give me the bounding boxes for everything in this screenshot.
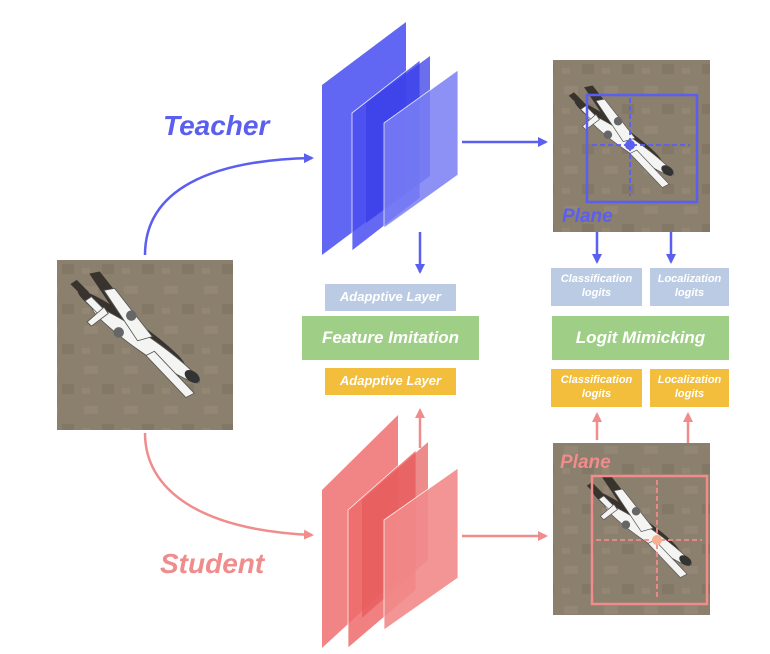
adaptive-layer-top: Adapptive Layer bbox=[325, 284, 456, 311]
adaptive-layer-bottom: Adapptive Layer bbox=[325, 368, 456, 395]
student-classification-logits: Classification logits bbox=[551, 369, 642, 407]
student-plane-label: Plane bbox=[560, 452, 611, 473]
logit-mimicking-box: Logit Mimicking bbox=[552, 316, 729, 360]
teacher-plane-label: Plane bbox=[562, 206, 613, 227]
input-image bbox=[57, 260, 233, 430]
student-localization-logits: Localization logits bbox=[650, 369, 729, 407]
teacher-network bbox=[322, 22, 459, 255]
student-label: Student bbox=[160, 548, 265, 579]
teacher-label: Teacher bbox=[163, 110, 270, 141]
student-output-image bbox=[553, 443, 710, 615]
student-network bbox=[322, 415, 459, 649]
teacher-output-image bbox=[553, 60, 710, 232]
teacher-localization-logits: Localization logits bbox=[650, 268, 729, 306]
teacher-classification-logits: Classification logits bbox=[551, 268, 642, 306]
feature-imitation-box: Feature Imitation bbox=[302, 316, 479, 360]
